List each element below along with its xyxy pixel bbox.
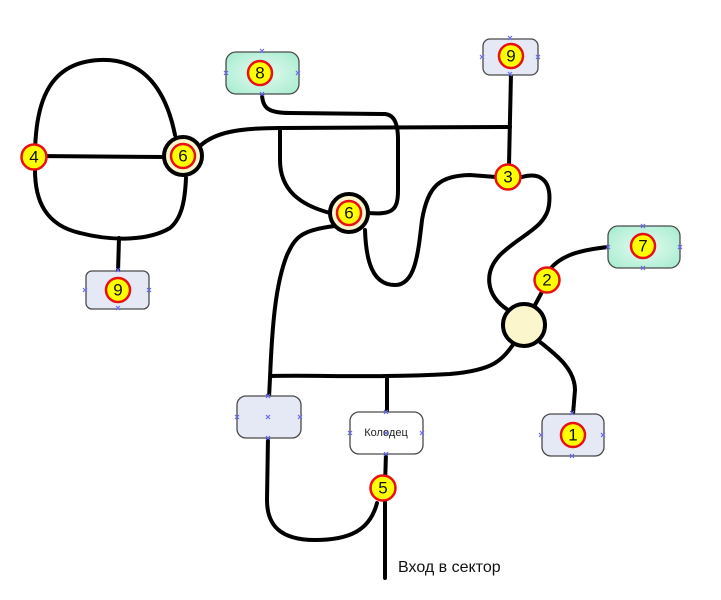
port-markers: [479, 35, 541, 77]
entry-caption: Вход в сектор: [398, 559, 501, 576]
pipe-hub-6-center-to-left-trunk: [267, 224, 337, 400]
hub-6-left-label: 6: [178, 147, 187, 166]
junction-5[interactable]: 5: [369, 474, 397, 502]
port-markers: [605, 223, 683, 271]
junction-2-label: 2: [542, 271, 551, 290]
hub-6-left[interactable]: 6: [162, 135, 204, 177]
port-markers: [223, 48, 301, 97]
box-1[interactable]: 1: [538, 410, 606, 459]
pipe-box-9-top-to-3: [507, 71, 513, 167]
port-markers: [538, 410, 606, 459]
pipe-4-to-6-lower-arc: [33, 168, 188, 241]
badge-7-label: 7: [638, 237, 647, 256]
box-8[interactable]: 8: [223, 48, 301, 97]
badge-9-top-label: 9: [506, 47, 515, 66]
box-7[interactable]: 7: [605, 223, 683, 271]
box-empty[interactable]: [234, 393, 303, 441]
pipe-6-to-main-line: [198, 125, 512, 148]
pipe-3-to-plain-hub: [487, 173, 552, 312]
port-markers: [82, 267, 152, 311]
pipe-plain-hub-to-box-1: [538, 340, 577, 416]
pipe-4-to-6-straight: [33, 154, 167, 159]
pipe-hub-6-center-to-3: [363, 173, 498, 287]
badge-8-label: 8: [255, 64, 264, 83]
pipe-4-to-6-upper-arc: [33, 57, 177, 159]
junction-2[interactable]: 2: [533, 266, 561, 294]
well-label: Колодец: [364, 427, 408, 439]
badge-9-top: [497, 42, 525, 70]
badge-8: [246, 59, 274, 87]
port-markers: [347, 409, 425, 457]
badge-9-left: [104, 276, 132, 304]
pipe-trunk-to-plain-hub: [269, 340, 517, 379]
port-markers: [234, 393, 303, 441]
hub-6-center[interactable]: 6: [328, 192, 370, 234]
pipe-box-8-to-hub-6-center: [260, 91, 400, 216]
hub-6-center-label: 6: [344, 204, 353, 223]
badge-1: [559, 421, 587, 449]
pipe-well-to-entry: [383, 450, 388, 580]
junction-3-label: 3: [503, 168, 512, 187]
box-9-top[interactable]: 9: [479, 35, 541, 77]
junction-5-label: 5: [378, 479, 387, 498]
pipe-empty-box-to-5: [265, 435, 379, 542]
box-9-left[interactable]: 9: [82, 267, 152, 311]
well-box[interactable]: Колодец: [347, 409, 425, 457]
pipe-to-box-9-left: [116, 236, 121, 274]
junction-3[interactable]: 3: [494, 163, 522, 191]
badge-9-left-label: 9: [113, 281, 122, 300]
junction-4[interactable]: 4: [20, 143, 48, 171]
junction-4-label: 4: [29, 148, 38, 167]
hub-plain[interactable]: [501, 302, 547, 348]
badge-7: [629, 232, 657, 260]
pipe-main-line-to-hub-6-center: [278, 127, 332, 215]
badge-1-label: 1: [568, 426, 577, 445]
pipe-2-to-box-7: [548, 245, 610, 271]
